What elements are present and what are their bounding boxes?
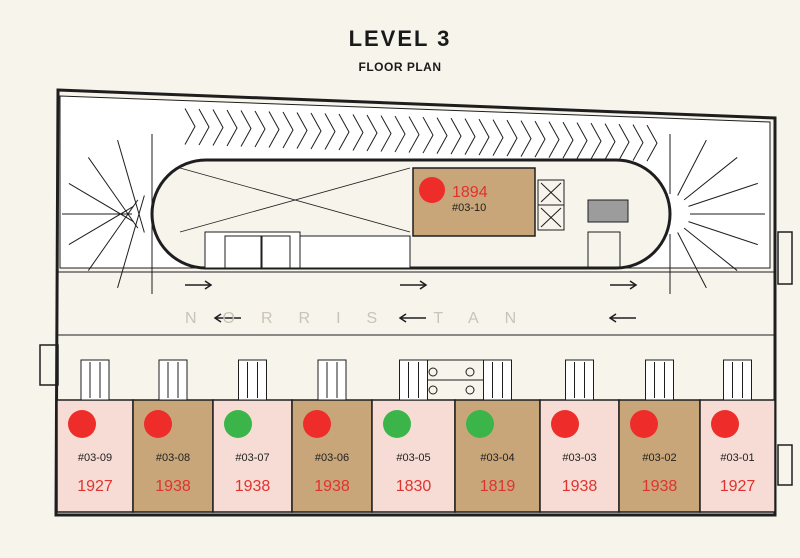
- unit-number: #03-07: [235, 452, 269, 464]
- unit-price: 1938: [314, 478, 350, 495]
- unit-number: #03-10: [452, 202, 486, 214]
- plan-title: LEVEL 3: [348, 26, 452, 51]
- bay-window: [399, 359, 428, 401]
- watermark-text: NORRIS TAN: [185, 310, 543, 327]
- unit-row: #03-09 1927 #03-08 1938 #03-07 1938 #03-06 1938…: [56, 359, 776, 513]
- unit-03-07[interactable]: #03-07 1938: [212, 359, 293, 513]
- unit-price: 1894: [452, 184, 488, 201]
- unit-number: #03-09: [78, 452, 112, 464]
- unit-price: 1938: [155, 478, 191, 495]
- status-dot-red: [144, 410, 172, 438]
- status-dot-red: [630, 410, 658, 438]
- unit-number: #03-06: [315, 452, 349, 464]
- unit-03-02[interactable]: #03-02 1938: [618, 359, 701, 513]
- unit-03-06[interactable]: #03-06 1938: [291, 359, 373, 513]
- unit-price: 1927: [77, 478, 113, 495]
- status-dot-red: [711, 410, 739, 438]
- status-dot-green: [466, 410, 494, 438]
- bay-window: [238, 359, 267, 401]
- bay-window: [158, 359, 188, 401]
- unit-price: 1830: [396, 478, 432, 495]
- unit-price: 1927: [720, 478, 756, 495]
- unit-03-04[interactable]: #03-04 1819: [454, 359, 541, 513]
- status-dot-red: [68, 410, 96, 438]
- status-dot-green: [224, 410, 252, 438]
- lift-core: [537, 179, 629, 269]
- unit-number: #03-05: [396, 452, 430, 464]
- bay-window: [645, 359, 674, 401]
- status-dot-red: [303, 410, 331, 438]
- plan-subtitle: FLOOR PLAN: [358, 60, 442, 74]
- unit-03-05[interactable]: #03-05 1830: [371, 359, 456, 513]
- unit-number: #03-02: [642, 452, 676, 464]
- bay-window: [565, 359, 594, 401]
- unit-03-08[interactable]: #03-08 1938: [132, 359, 214, 513]
- bay-window: [317, 359, 347, 401]
- bay-window: [483, 359, 512, 401]
- service-rooms: [204, 231, 411, 269]
- building-outline: [54, 88, 777, 517]
- stair-core: [419, 359, 487, 401]
- unit-number: #03-01: [720, 452, 754, 464]
- unit-03-10[interactable]: 1894 #03-10: [412, 167, 536, 237]
- bay-window: [723, 359, 752, 401]
- unit-03-03[interactable]: #03-03 1938: [539, 359, 620, 513]
- unit-price: 1819: [480, 478, 516, 495]
- unit-number: #03-04: [480, 452, 514, 464]
- status-dot-red: [551, 410, 579, 438]
- unit-03-01[interactable]: #03-01 1927: [699, 359, 776, 513]
- unit-number: #03-03: [562, 452, 596, 464]
- unit-price: 1938: [235, 478, 271, 495]
- unit-price: 1938: [642, 478, 678, 495]
- status-dot-red: [419, 177, 445, 203]
- edge-details: [39, 231, 793, 486]
- traffic-arrows: [185, 280, 638, 323]
- unit-number: #03-08: [156, 452, 190, 464]
- unit-price: 1938: [562, 478, 598, 495]
- unit-03-09[interactable]: #03-09 1927: [56, 359, 134, 513]
- bay-window: [80, 359, 110, 401]
- status-dot-green: [383, 410, 411, 438]
